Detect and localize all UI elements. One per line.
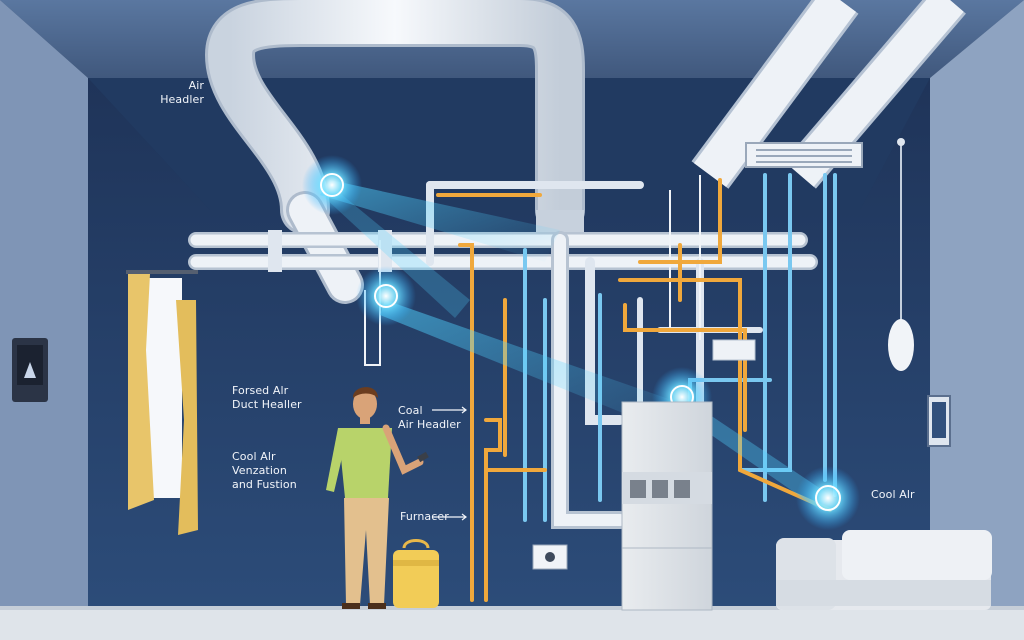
window	[126, 270, 198, 535]
wall-panel-icon	[927, 395, 951, 447]
furnace	[621, 401, 713, 611]
curtain-left	[128, 274, 154, 510]
label-forced-air-line2: Duct Healler	[232, 398, 302, 411]
label-forced-air-line1: Forsed Alr	[232, 384, 289, 397]
label-cool-air-vent-line3: and Fustion	[232, 478, 297, 491]
pendant-lamp-icon	[888, 138, 914, 371]
curtain-rod	[126, 270, 198, 274]
label-cool-air-ventilation: Cool Alr Venzation and Fustion	[232, 450, 297, 492]
air-flow-beams	[320, 180, 830, 510]
right-wall	[930, 0, 1024, 640]
label-furnace-text: Furnacer	[400, 510, 449, 523]
ceiling-vent	[745, 142, 863, 168]
label-cool-air-text: Cool Alr	[871, 488, 915, 501]
label-cool-air-header-line1: Coal	[398, 404, 423, 417]
floor-edge	[0, 606, 1024, 610]
label-pointers	[432, 406, 467, 521]
bucket	[393, 539, 439, 608]
floor	[0, 608, 1024, 640]
label-air-header-line1: Air	[188, 79, 204, 92]
label-cool-air-vent-line2: Venzation	[232, 464, 287, 477]
sofa	[776, 530, 992, 610]
glow-vent-icon	[302, 155, 362, 215]
junction-box	[712, 339, 756, 361]
label-cool-air-header: Coal Air Headler	[398, 404, 461, 432]
label-cool-air: Cool Alr	[871, 488, 915, 502]
person	[326, 387, 429, 609]
glow-vent-icon	[356, 266, 416, 326]
outlet-box	[532, 544, 568, 570]
label-cool-air-header-line2: Air Headler	[398, 418, 461, 431]
glow-vent-icon	[796, 466, 860, 530]
label-cool-air-vent-line1: Cool Alr	[232, 450, 276, 463]
thermostat-icon	[12, 338, 48, 402]
left-wall	[0, 0, 88, 640]
label-furnace: Furnacer	[400, 510, 449, 524]
label-air-header: Air Headler	[150, 79, 204, 107]
label-air-header-line2: Headler	[160, 93, 204, 106]
label-forced-air-duct-heater: Forsed Alr Duct Healler	[232, 384, 302, 412]
curtain-right	[176, 300, 198, 535]
